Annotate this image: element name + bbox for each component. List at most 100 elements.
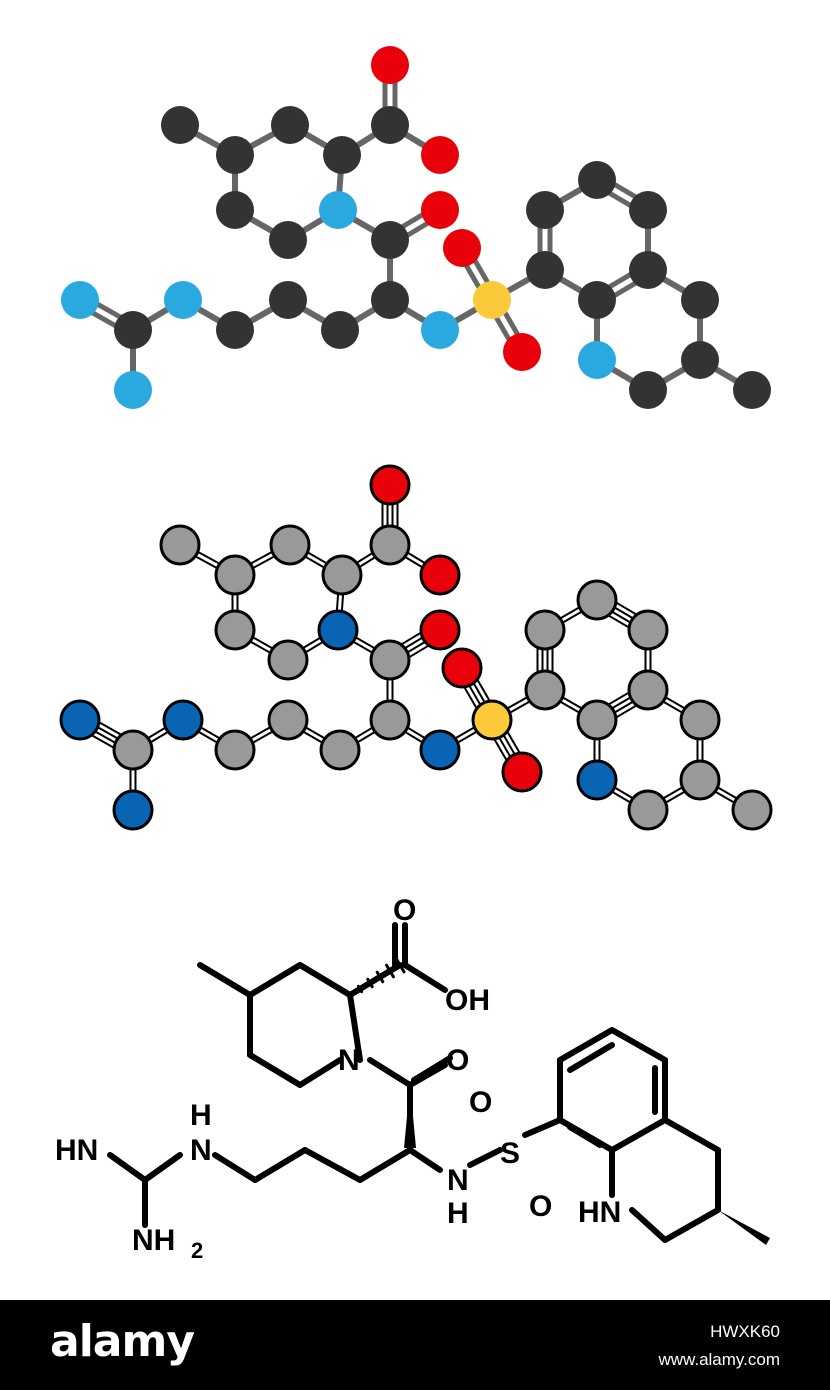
atom-s	[471, 699, 513, 741]
atom-c	[733, 371, 771, 409]
skeletal-bond	[662, 1207, 721, 1243]
hashed-bond	[385, 963, 395, 979]
atom-o	[443, 229, 481, 267]
atom-o	[503, 333, 541, 371]
atom-n	[319, 191, 357, 229]
molecule-figure: O OH N O O S O N H H N HN NH 2 HN	[55, 46, 773, 1263]
skeletal-bond	[142, 1152, 183, 1183]
atom-c	[526, 191, 564, 229]
skeletal-bond	[402, 962, 448, 993]
atom-s	[473, 281, 511, 319]
atom-c	[269, 524, 311, 566]
skeletal-bond	[467, 1147, 503, 1168]
watermark-footer: alamy HWXK60 www.alamy.com	[0, 1300, 830, 1390]
atom-c	[114, 311, 152, 349]
site-url: www.alamy.com	[658, 1350, 780, 1369]
skeletal-bonds	[107, 922, 770, 1245]
atom-c	[214, 609, 256, 651]
skeletal-bond	[567, 1042, 615, 1073]
atom-o	[369, 464, 411, 506]
label-ring-hn: HN	[578, 1196, 621, 1229]
skeletal-bond	[297, 962, 353, 998]
hashed-bond	[394, 956, 406, 974]
hashed-bond	[347, 991, 353, 999]
atom-c	[576, 579, 618, 621]
skeletal-bond	[411, 1055, 453, 1083]
atom-c	[216, 136, 254, 174]
atom-c	[269, 281, 307, 319]
atom-c	[371, 106, 409, 144]
skeletal-bond	[107, 1152, 148, 1183]
skeletal-bond	[347, 992, 363, 1063]
atom-c	[321, 311, 359, 349]
hashed-bond	[366, 977, 374, 989]
label-amide-o: O	[446, 1044, 469, 1077]
skeletal-bond	[212, 1152, 258, 1183]
atom-o	[371, 46, 409, 84]
label-amine-nh: NH	[132, 1224, 175, 1257]
atom-c	[214, 729, 256, 771]
skeletal-bond	[522, 1117, 563, 1138]
atom-c	[323, 136, 361, 174]
atom-c	[369, 699, 411, 741]
label-sulfonamide-n: N	[447, 1164, 469, 1197]
atom-c	[576, 699, 618, 741]
atom-n	[164, 281, 202, 319]
atom-n	[59, 699, 101, 741]
atom-n	[112, 789, 154, 831]
hashed-bond	[356, 984, 364, 994]
flat-ball-model	[59, 464, 773, 831]
atom-c	[526, 251, 564, 289]
ball-and-stick-model	[61, 46, 771, 409]
skeletal-bond	[297, 1057, 343, 1088]
atom-n	[576, 759, 618, 801]
atom-c	[214, 554, 256, 596]
atom-c	[679, 759, 721, 801]
label-carbonyl-o: O	[393, 894, 416, 927]
atom-c	[629, 251, 667, 289]
atom-c	[524, 609, 566, 651]
atom-c	[371, 281, 409, 319]
skeletal-bond	[347, 962, 403, 998]
skeletal-bond	[567, 1124, 603, 1148]
skeletal-bond	[557, 1027, 615, 1063]
skeletal-bond	[629, 1207, 668, 1243]
atom-o	[421, 136, 459, 174]
atom-c	[271, 106, 309, 144]
atom-c	[369, 524, 411, 566]
atom-c	[321, 554, 363, 596]
skeletal-bond	[357, 1147, 413, 1183]
atom-n	[162, 699, 204, 741]
atom-c	[267, 699, 309, 741]
label-amine-subscript: 2	[191, 1238, 203, 1263]
atom-c	[371, 221, 409, 259]
atom-o	[419, 554, 461, 596]
atom-o	[421, 191, 459, 229]
skeletal-bond	[247, 1052, 303, 1088]
atom-c	[578, 161, 616, 199]
atom-c	[524, 669, 566, 711]
label-sulfur: S	[500, 1137, 520, 1170]
label-sulfonamide-h: H	[447, 1197, 469, 1230]
atom-n	[578, 341, 616, 379]
atom-c	[369, 639, 411, 681]
skeletal-formula: O OH N O O S O N H H N HN NH 2 HN	[55, 894, 770, 1263]
skeletal-bond	[367, 1057, 413, 1088]
atom-c	[161, 106, 199, 144]
atom-c	[629, 191, 667, 229]
atom-n	[114, 371, 152, 409]
label-guanidine-n: N	[190, 1134, 212, 1167]
atom-c	[216, 191, 254, 229]
atom-c	[319, 729, 361, 771]
atom-o	[441, 647, 483, 689]
skeletal-bond	[609, 1117, 668, 1153]
atom-c	[627, 669, 669, 711]
wedge-bond	[404, 1085, 416, 1148]
alamy-logo: alamy	[50, 1316, 195, 1367]
atom-n	[419, 729, 461, 771]
skeletal-bond	[662, 1117, 721, 1153]
atom-c	[679, 699, 721, 741]
atom-n	[421, 311, 459, 349]
label-sulfonyl-o2: O	[529, 1190, 552, 1223]
atom-c	[112, 729, 154, 771]
